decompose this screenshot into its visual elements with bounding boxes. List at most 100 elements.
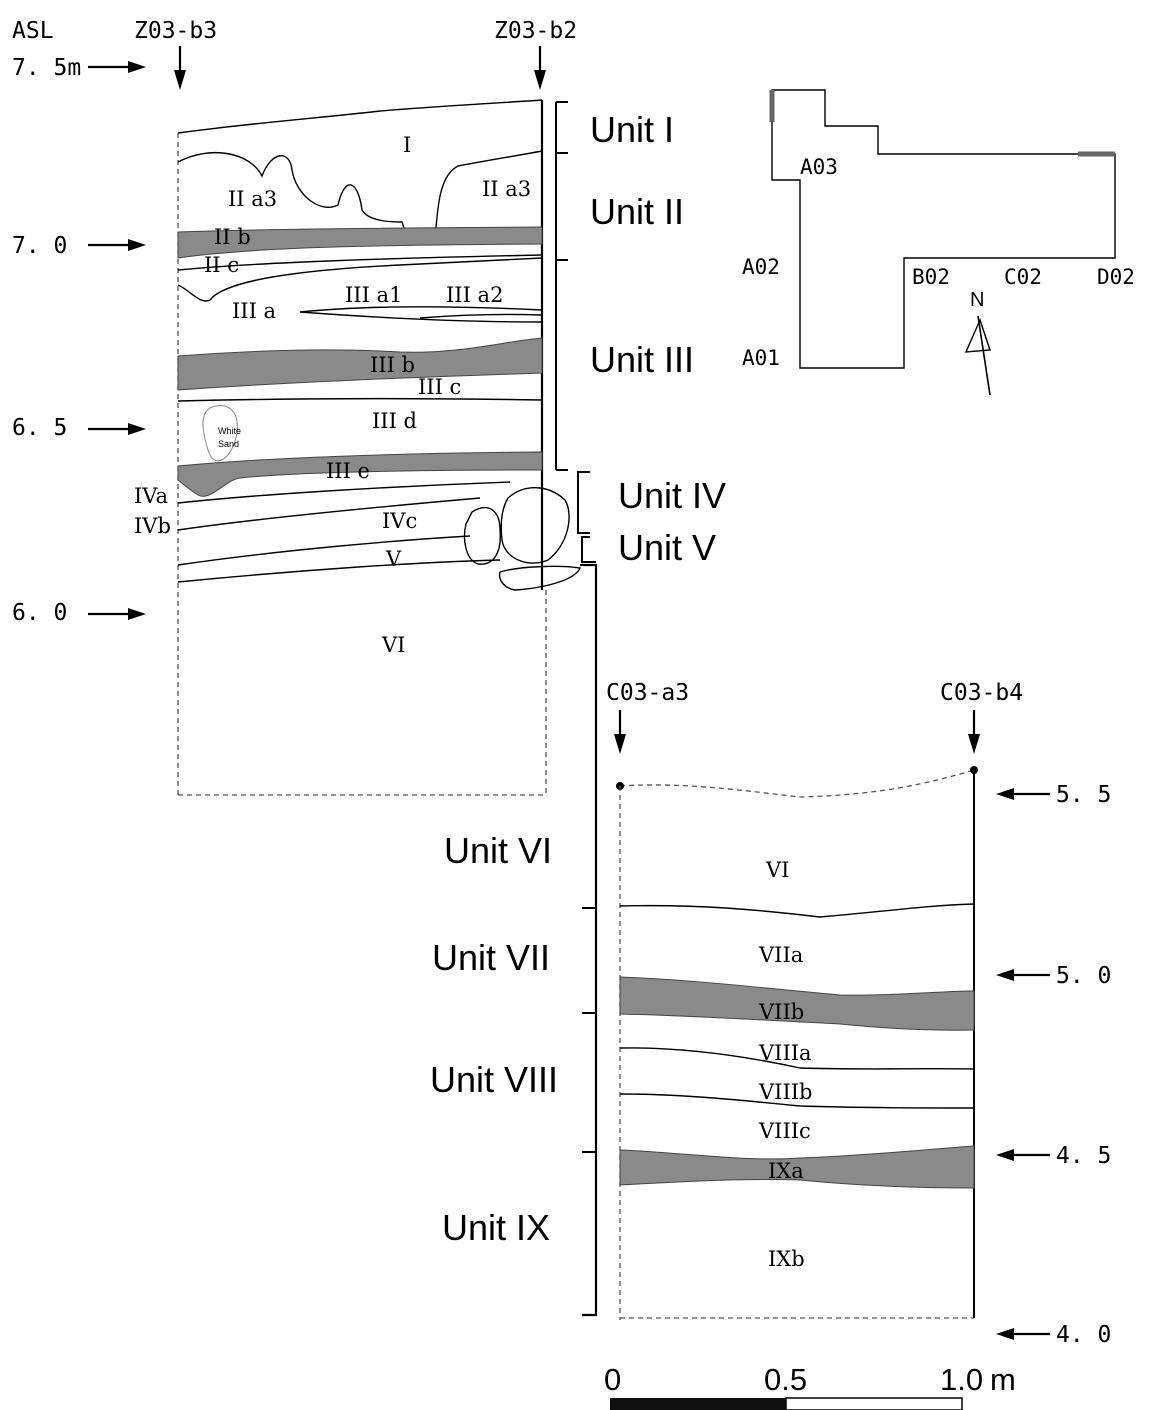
arrow-left-icon xyxy=(996,1149,1050,1161)
arrow-down-icon xyxy=(614,710,626,754)
arrow-right-icon xyxy=(88,608,146,620)
layer-label-vi-lower: VI xyxy=(765,858,789,882)
point-label-c03-b4: C03-b4 xyxy=(940,680,1023,706)
layer-label-iii-a1: III a1 xyxy=(345,283,402,307)
layer-label-vi-upper: VI xyxy=(381,633,405,657)
layer-iii-b-band xyxy=(177,337,543,391)
plan-label-a01: A01 xyxy=(742,346,780,370)
layer-label-vii-a: VIIa xyxy=(758,943,803,967)
scale-bar-black-segment xyxy=(610,1398,786,1410)
scale-bar: 0 0.5 1.0 m xyxy=(604,1362,1016,1410)
plan-label-d02: D02 xyxy=(1097,265,1135,289)
unit-label-ii: Unit II xyxy=(590,191,684,232)
ground-surface-line xyxy=(177,99,543,134)
plan-label-a02: A02 xyxy=(742,255,780,279)
white-sand-label-line2: Sand xyxy=(218,439,239,449)
layer-vii-b-band xyxy=(619,976,975,1031)
plan-label-a03: A03 xyxy=(800,155,838,179)
white-sand-label-line1: White xyxy=(218,426,241,436)
arrow-down-icon xyxy=(534,46,546,90)
unit-label-iv: Unit IV xyxy=(618,475,726,516)
stone-1 xyxy=(463,507,501,565)
scale-label-unit: m xyxy=(990,1362,1016,1397)
layer-label-vii-b: VIIb xyxy=(758,1000,804,1024)
layer-label-iv-c: IVc xyxy=(382,509,417,533)
unit-label-ix: Unit IX xyxy=(442,1207,550,1248)
layer-boundary-ii-c-top xyxy=(177,254,543,271)
unit-brackets-upper: Unit I Unit II Unit III Unit IV Unit V xyxy=(555,101,726,568)
arrow-right-icon xyxy=(88,61,146,73)
scale-bar-white-segment xyxy=(785,1397,963,1410)
layer-label-ii-b: II b xyxy=(214,225,251,249)
asl-label: ASL xyxy=(12,18,54,44)
layer-label-iii-a2: III a2 xyxy=(446,283,503,307)
stone-3 xyxy=(498,565,581,591)
layer-ix-a-band xyxy=(619,1145,975,1189)
unit-label-viii: Unit VIII xyxy=(430,1059,558,1100)
layer-boundary-viii-b xyxy=(619,1093,975,1109)
elevation-axis-lower: 5. 5 5. 0 4. 5 4. 0 xyxy=(996,782,1111,1348)
unit-label-vii: Unit VII xyxy=(432,937,550,978)
layer-boundary-iii-c xyxy=(177,397,543,402)
elevation-label-6-0: 6. 0 xyxy=(12,600,67,626)
layer-ii-b-band xyxy=(177,226,543,259)
layer-label-ix-a: IXa xyxy=(768,1159,804,1183)
svg-text:N: N xyxy=(970,289,984,311)
layer-boundary-vi-vii xyxy=(619,903,975,918)
north-arrow-icon: N xyxy=(964,289,991,396)
elevation-label-6-5: 6. 5 xyxy=(12,415,67,441)
layer-label-iii-c: III c xyxy=(418,375,461,399)
layer-label-ii-a3-left: II a3 xyxy=(228,187,277,211)
elevation-label-4-5: 4. 5 xyxy=(1056,1143,1111,1169)
layer-label-iii-a: III a xyxy=(232,299,276,323)
white-sand-lens xyxy=(202,405,238,462)
layer-iii-e-band xyxy=(177,451,543,497)
layer-boundary-iv-a xyxy=(177,481,511,504)
layer-label-ii-c: II c xyxy=(204,253,239,277)
elevation-label-5-0: 5. 0 xyxy=(1056,963,1111,989)
layer-label-iv-b: IVb xyxy=(134,514,171,538)
unit-label-iii: Unit III xyxy=(590,339,694,380)
layer-label-iii-d: III d xyxy=(372,409,417,433)
trench-plan-inset: A03 A02 A01 B02 C02 D02 N xyxy=(742,89,1135,396)
layer-lens-iii-a1 xyxy=(299,306,543,323)
scale-label-0: 0 xyxy=(604,1362,621,1397)
layer-boundary-ii-a3-right xyxy=(435,150,543,229)
layer-label-ii-a3-right: II a3 xyxy=(482,177,531,201)
layer-label-iv-a: IVa xyxy=(134,484,168,508)
arrow-left-icon xyxy=(996,1328,1050,1340)
elevation-label-5-5: 5. 5 xyxy=(1056,782,1111,808)
layer-label-i: I xyxy=(403,133,411,157)
unit-label-v: Unit V xyxy=(618,527,716,568)
plan-label-c02: C02 xyxy=(1004,265,1042,289)
point-label-c03-a3: C03-a3 xyxy=(606,680,689,706)
unit-label-i: Unit I xyxy=(590,109,674,150)
layer-boundary-v xyxy=(177,559,501,583)
elevation-axis-upper: ASL 7. 5m 7. 0 6. 5 6. 0 xyxy=(12,18,146,626)
layer-boundary-iv-c xyxy=(177,535,471,566)
layer-boundary-iv-b xyxy=(177,497,481,531)
layer-label-viii-b: VIIIb xyxy=(758,1080,813,1104)
layer-label-iii-e: III e xyxy=(326,459,370,483)
layer-label-v: V xyxy=(385,547,402,571)
point-label-z03-b3: Z03-b3 xyxy=(134,18,217,44)
scale-label-0-5: 0.5 xyxy=(764,1362,807,1397)
layer-label-iii-b: III b xyxy=(370,353,415,377)
layer-boundary-ii-c xyxy=(177,257,543,302)
lower-surface-dashed xyxy=(619,769,975,798)
trench-outline xyxy=(771,89,1116,369)
arrow-right-icon xyxy=(88,423,146,435)
unit-label-vi: Unit VI xyxy=(444,830,552,871)
elevation-label-7-0: 7. 0 xyxy=(12,233,67,259)
arrow-right-icon xyxy=(88,239,146,251)
unit-brackets-lower: Unit VI Unit VII Unit VIII Unit IX xyxy=(430,563,598,1317)
elevation-label-7-5: 7. 5m xyxy=(12,55,81,81)
upper-section-profile: Z03-b3 Z03-b2 White Sand xyxy=(134,18,581,796)
arrow-left-icon xyxy=(996,788,1050,800)
layer-label-viii-a: VIIIa xyxy=(758,1041,812,1065)
layer-boundary-viii-a xyxy=(619,1047,975,1070)
plan-label-b02: B02 xyxy=(912,265,950,289)
layer-label-viii-c: VIIIc xyxy=(758,1119,811,1143)
elevation-label-4-0: 4. 0 xyxy=(1056,1322,1111,1348)
